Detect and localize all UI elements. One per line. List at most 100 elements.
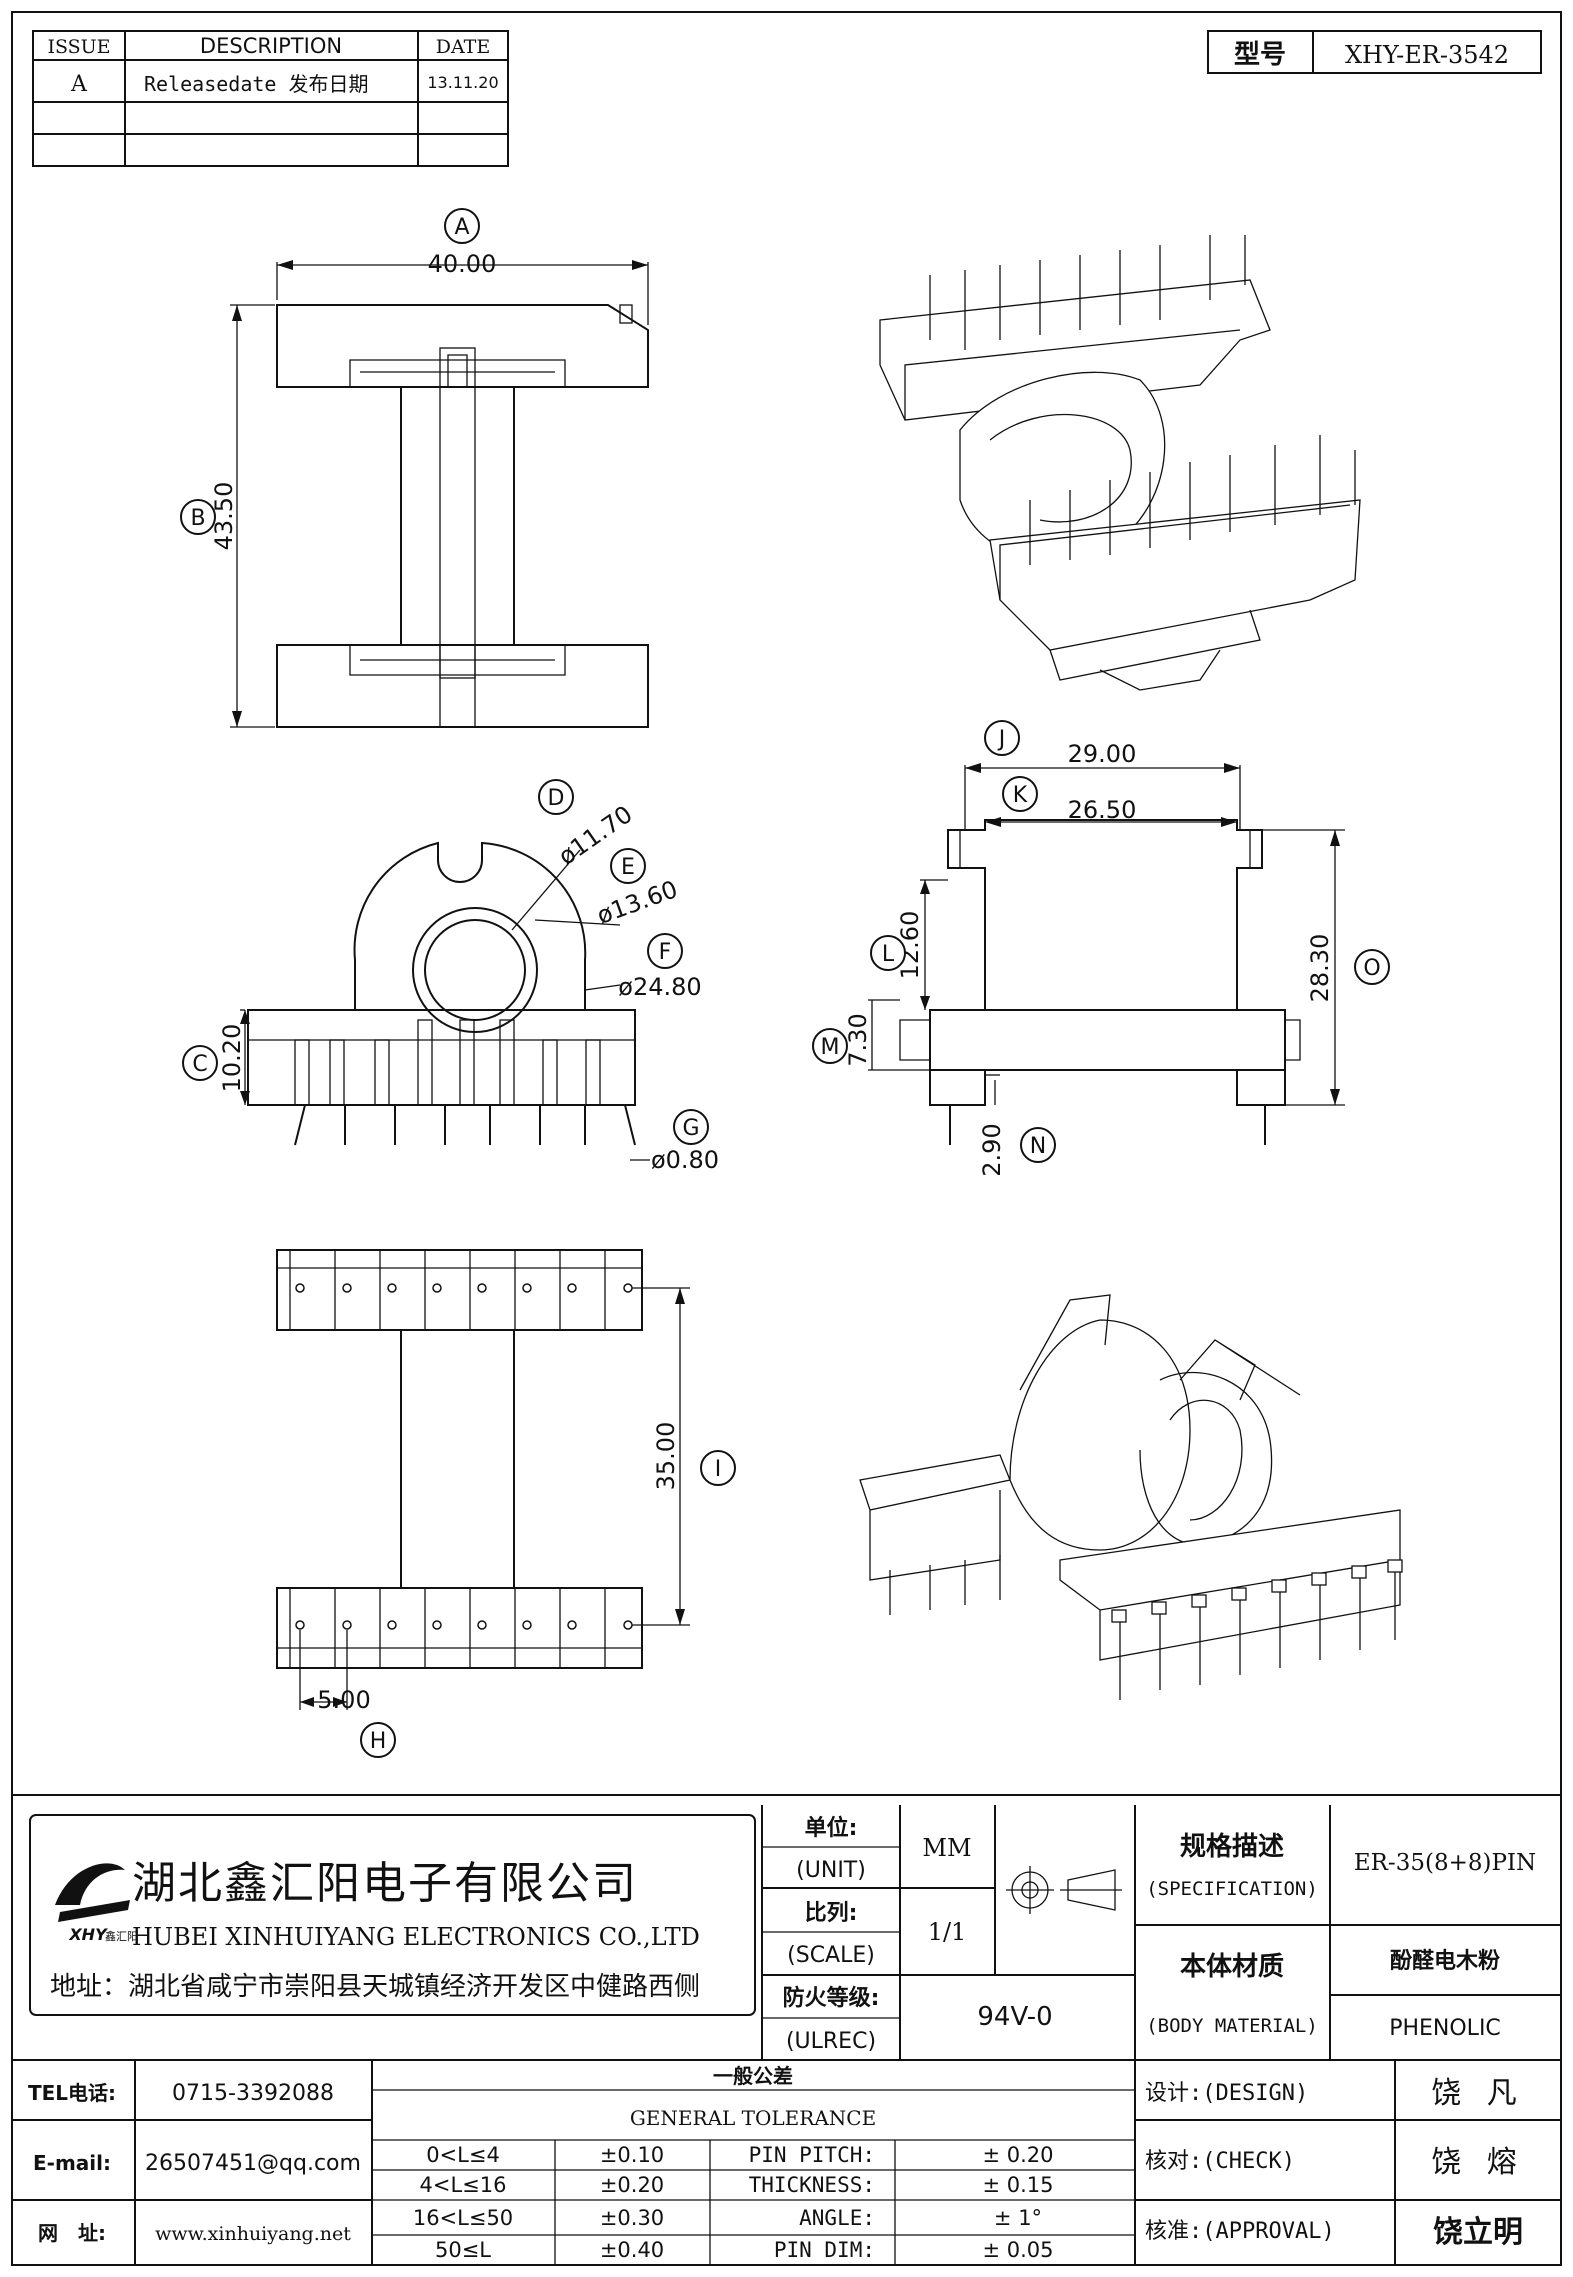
tolerance-row: 4<L≤16 ±0.20 THICKNESS: ± 0.15 — [420, 2173, 1054, 2197]
callout-F: F — [647, 933, 683, 969]
dim-J: 29.00 — [1068, 740, 1137, 768]
dim-H: 5.00 — [317, 1686, 370, 1714]
svg-text:±0.20: ±0.20 — [600, 2173, 664, 2197]
svg-text:N: N — [1030, 1134, 1046, 1159]
rev-description: Releasedate 发布日期 — [144, 72, 369, 96]
svg-text:±0.10: ±0.10 — [600, 2143, 664, 2167]
callout-G: G — [673, 1109, 709, 1145]
email-value: 26507451@qq.com — [145, 2151, 361, 2176]
svg-text:± 1°: ± 1° — [994, 2206, 1042, 2230]
svg-text:L: L — [882, 942, 895, 967]
company-logo: XHY 鑫汇阳 — [55, 1863, 138, 1944]
model-box: 型号 XHY-ER-3542 — [1207, 30, 1542, 74]
svg-text:±0.30: ±0.30 — [600, 2206, 664, 2230]
scale-label-en: (SCALE) — [787, 1943, 875, 1968]
callout-B: B — [180, 499, 216, 535]
svg-text:H: H — [370, 1729, 387, 1754]
svg-text:± 0.15: ± 0.15 — [982, 2173, 1053, 2197]
ulrec-value: 94V-0 — [977, 2002, 1052, 2032]
check-name: 饶 熔 — [1431, 2145, 1525, 2180]
rev-header-date: DATE — [436, 36, 490, 58]
isometric-top — [879, 235, 1361, 691]
side-view — [240, 841, 650, 1161]
callout-E: E — [610, 848, 646, 884]
svg-text:±0.40: ±0.40 — [600, 2238, 664, 2262]
svg-text:I: I — [715, 1457, 722, 1482]
profile-view — [868, 763, 1345, 1145]
svg-text:± 0.05: ± 0.05 — [982, 2238, 1053, 2262]
svg-text:D: D — [548, 786, 565, 811]
web-label: 网 址: — [38, 2221, 106, 2245]
web-value: www.xinhuiyang.net — [155, 2223, 351, 2245]
ulrec-label: 防火等级: — [783, 1985, 880, 2011]
model-value: XHY-ER-3542 — [1345, 41, 1509, 69]
rev-issue: A — [70, 72, 88, 97]
ulrec-label-en: (ULREC) — [786, 2029, 876, 2054]
svg-text:50≤L: 50≤L — [435, 2238, 491, 2262]
check-label: 核对:(CHECK) — [1145, 2149, 1295, 2174]
svg-text:K: K — [1013, 783, 1028, 808]
callout-C: C — [182, 1045, 218, 1081]
approval-name: 饶立明 — [1433, 2215, 1523, 2250]
spec-value: ER-35(8+8)PIN — [1354, 1850, 1536, 1876]
approval-label: 核准:(APPROVAL) — [1145, 2219, 1335, 2244]
svg-text:M: M — [821, 1035, 840, 1060]
title-block: XHY 鑫汇阳 湖北鑫汇阳电子有限公司 HUBEI XINHUIYANG ELE… — [12, 1805, 1561, 2265]
company-name-cn: 湖北鑫汇阳电子有限公司 — [132, 1858, 638, 1909]
tel-label: TEL电话: — [28, 2081, 116, 2105]
spec-label: 规格描述 — [1180, 1831, 1284, 1862]
projection-symbol — [1006, 1866, 1122, 1914]
callout-L: L — [870, 935, 906, 971]
isometric-bottom — [859, 1294, 1403, 1700]
design-label: 设计:(DESIGN) — [1145, 2081, 1308, 2106]
spec-label-en: (SPECIFICATION) — [1146, 1878, 1318, 1900]
material-value-en: PHENOLIC — [1389, 2016, 1501, 2041]
unit-value: MM — [922, 1834, 971, 1862]
svg-text:4<L≤16: 4<L≤16 — [420, 2173, 507, 2197]
svg-text:THICKNESS:: THICKNESS: — [749, 2173, 875, 2197]
svg-text:± 0.20: ± 0.20 — [982, 2143, 1053, 2167]
material-label-en: (BODY MATERIAL) — [1146, 2015, 1318, 2037]
svg-text:ANGLE:: ANGLE: — [799, 2206, 875, 2230]
dim-G: ø0.80 — [651, 1146, 719, 1174]
callout-M: M — [812, 1028, 848, 1064]
svg-text:B: B — [190, 506, 205, 531]
callout-I: I — [700, 1450, 736, 1486]
scale-label: 比列: — [805, 1901, 858, 1926]
front-view — [230, 260, 649, 728]
svg-text:PIN DIM:: PIN DIM: — [774, 2238, 875, 2262]
model-label: 型号 — [1234, 40, 1286, 70]
material-label: 本体材质 — [1180, 1952, 1284, 1982]
svg-text:16<L≤50: 16<L≤50 — [413, 2206, 513, 2230]
callout-N: N — [1020, 1127, 1056, 1163]
svg-text:XHY: XHY — [68, 1925, 108, 1944]
sheet-border — [11, 11, 1562, 2266]
callout-A: A — [444, 208, 480, 244]
revision-table: ISSUE DESCRIPTION DATE A Releasedate 发布日… — [32, 30, 509, 167]
svg-text:F: F — [659, 940, 672, 965]
svg-text:0<L≤4: 0<L≤4 — [426, 2143, 500, 2167]
callout-O: O — [1354, 949, 1390, 985]
callout-H: H — [360, 1722, 396, 1758]
svg-text:A: A — [454, 215, 469, 240]
svg-text:PIN PITCH:: PIN PITCH: — [749, 2143, 875, 2167]
rev-date: 13.11.20 — [427, 73, 498, 92]
dim-K: 26.50 — [1068, 796, 1137, 824]
tolerance-title-cn: 一般公差 — [713, 2064, 793, 2088]
dim-F: ø24.80 — [618, 973, 701, 1001]
design-name: 饶 凡 — [1431, 2076, 1525, 2111]
svg-text:C: C — [192, 1052, 207, 1077]
rev-header-description: DESCRIPTION — [200, 34, 342, 58]
svg-text:O: O — [1363, 956, 1380, 981]
tolerance-row: 0<L≤4 ±0.10 PIN PITCH: ± 0.20 — [426, 2143, 1053, 2167]
dim-N: 2.90 — [978, 1123, 1006, 1176]
svg-text:J: J — [997, 727, 1006, 752]
svg-text:E: E — [621, 855, 635, 880]
tolerance-title-en: GENERAL TOLERANCE — [630, 2106, 876, 2130]
svg-text:G: G — [682, 1116, 699, 1141]
rev-header-issue: ISSUE — [47, 36, 110, 58]
company-name-en: HUBEI XINHUIYANG ELECTRONICS CO.,LTD — [132, 1923, 700, 1951]
callout-K: K — [1002, 776, 1038, 812]
material-value-cn: 酚醛电木粉 — [1390, 1949, 1500, 1974]
